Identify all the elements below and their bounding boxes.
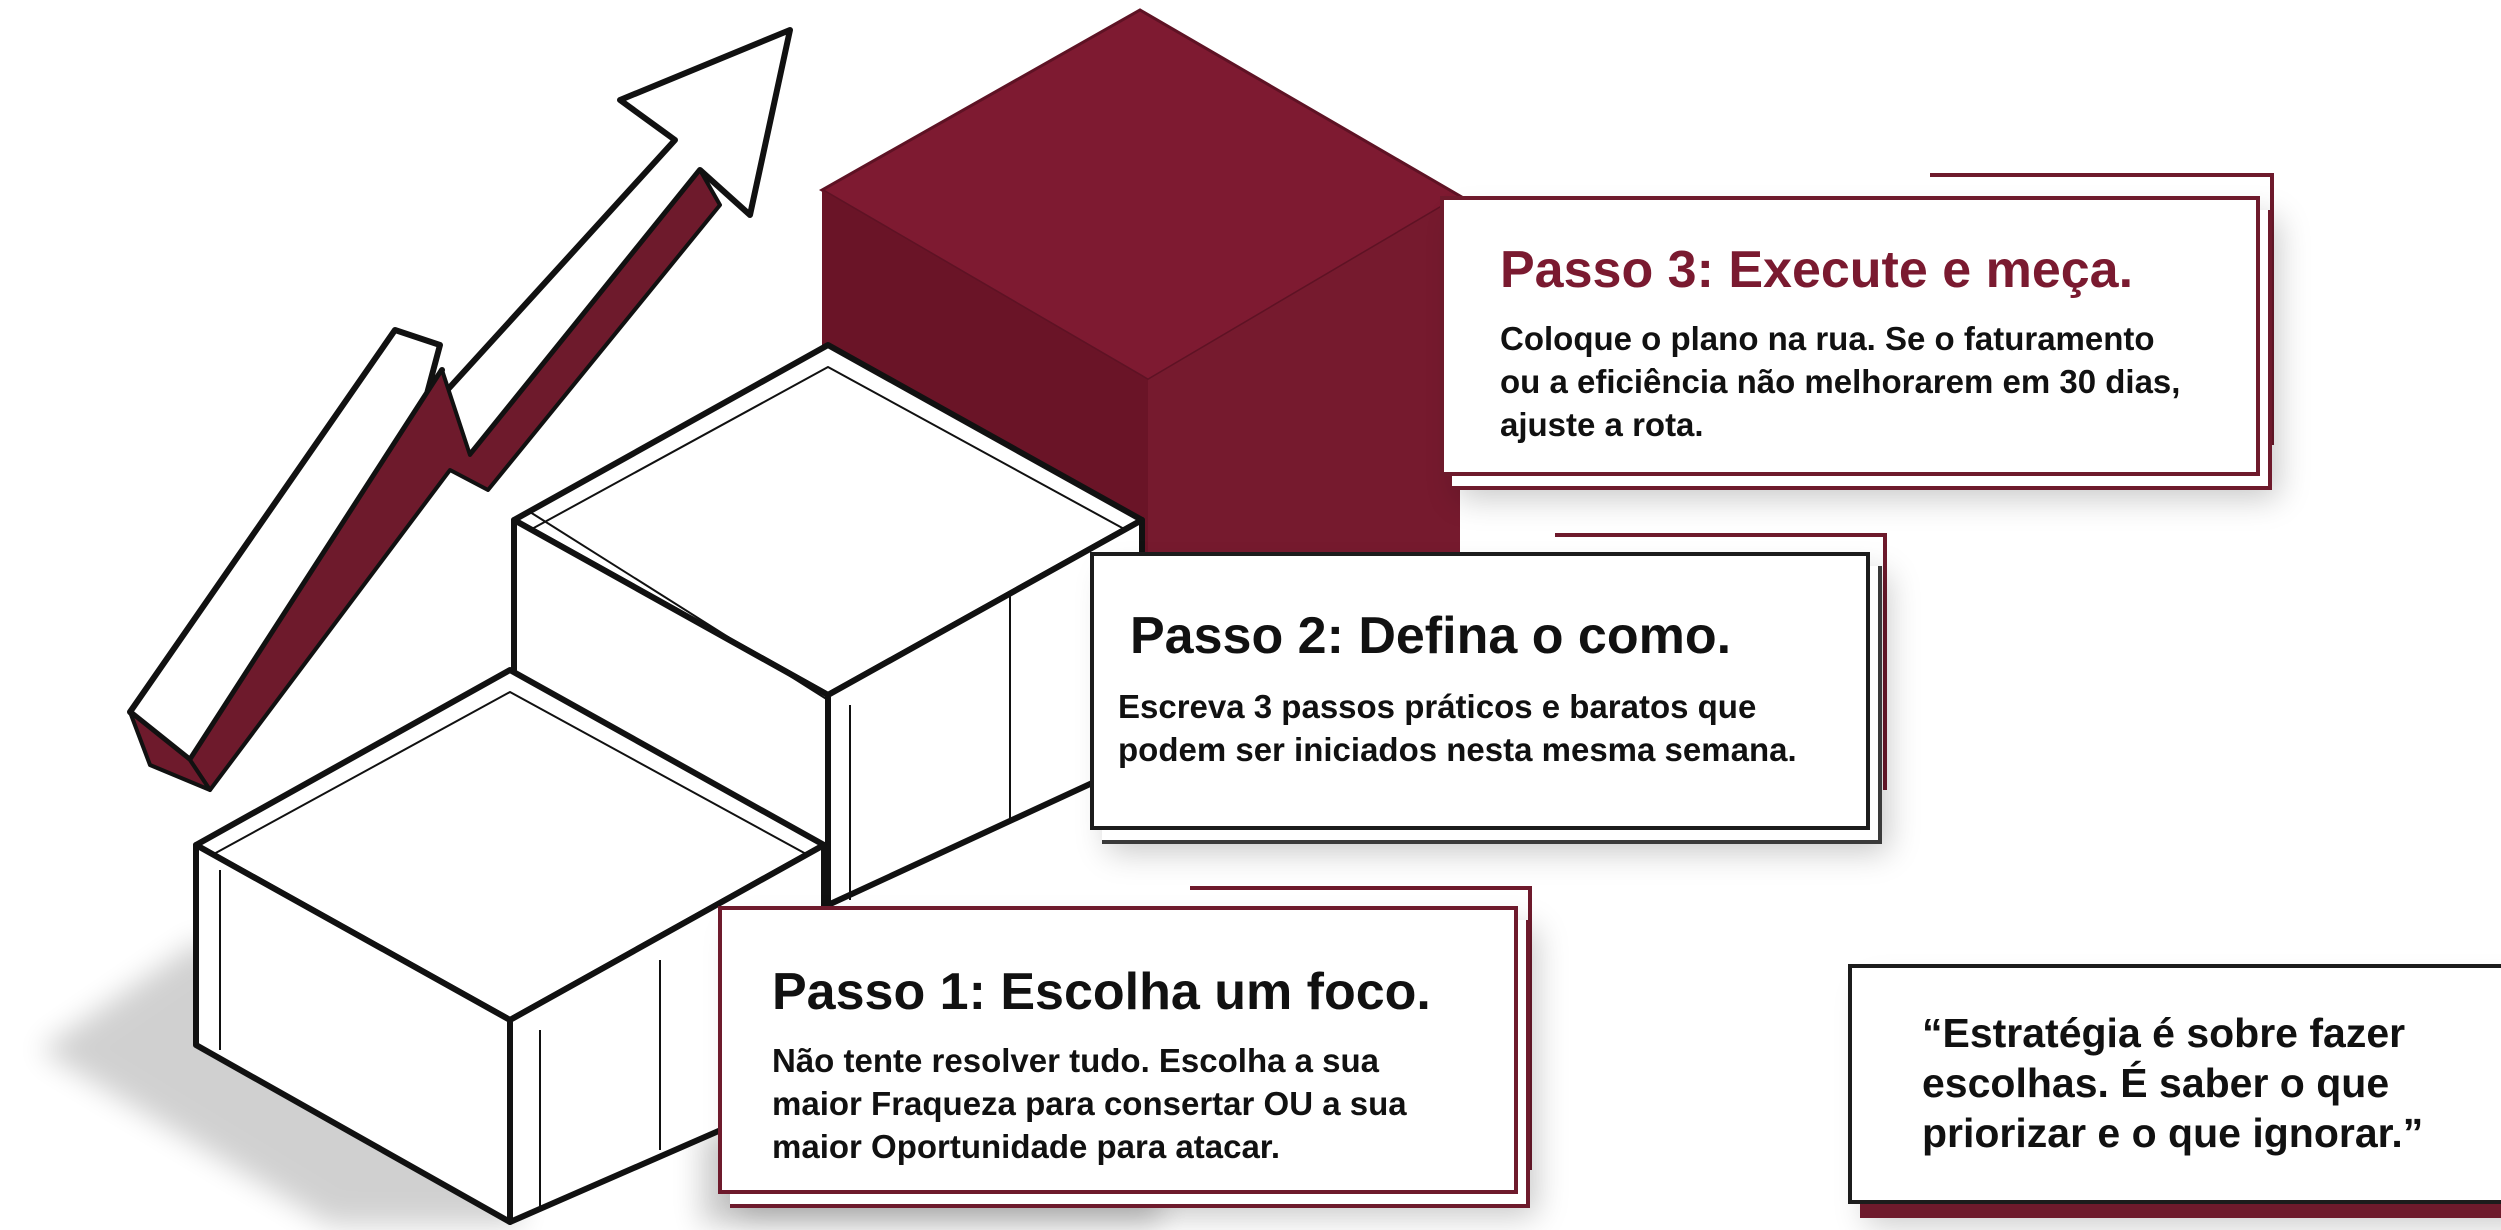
step-1-description: Não tente resolver tudo. Escolha a sua m… (772, 1042, 1407, 1165)
step-3-cube (818, 8, 1463, 560)
quote-text: “Estratégia é sobre fazer escolhas. É sa… (1922, 1010, 2424, 1157)
quote-card: “Estratégia é sobre fazer escolhas. É sa… (1848, 964, 2501, 1204)
accent-lines (1190, 173, 2274, 1170)
step-2-description: Escreva 3 passos práticos e baratos que … (1118, 688, 1797, 768)
step-2-cube (511, 342, 1145, 908)
step-3-description: Coloque o plano na rua. Se o faturamento… (1500, 320, 2181, 443)
step-2-title: Passo 2: Defina o como. (1130, 607, 1732, 665)
growth-arrow-icon (127, 27, 793, 792)
step-1-card: Passo 1: Escolha um foco. Não tente reso… (718, 906, 1518, 1194)
step-1-title: Passo 1: Escolha um foco. (772, 963, 1431, 1021)
step-3-title: Passo 3: Execute e meça. (1500, 241, 2134, 299)
step-2-card: Passo 2: Defina o como. Escreva 3 passos… (1090, 552, 1870, 830)
step-3-card: Passo 3: Execute e meça. Coloque o plano… (1440, 196, 2260, 476)
